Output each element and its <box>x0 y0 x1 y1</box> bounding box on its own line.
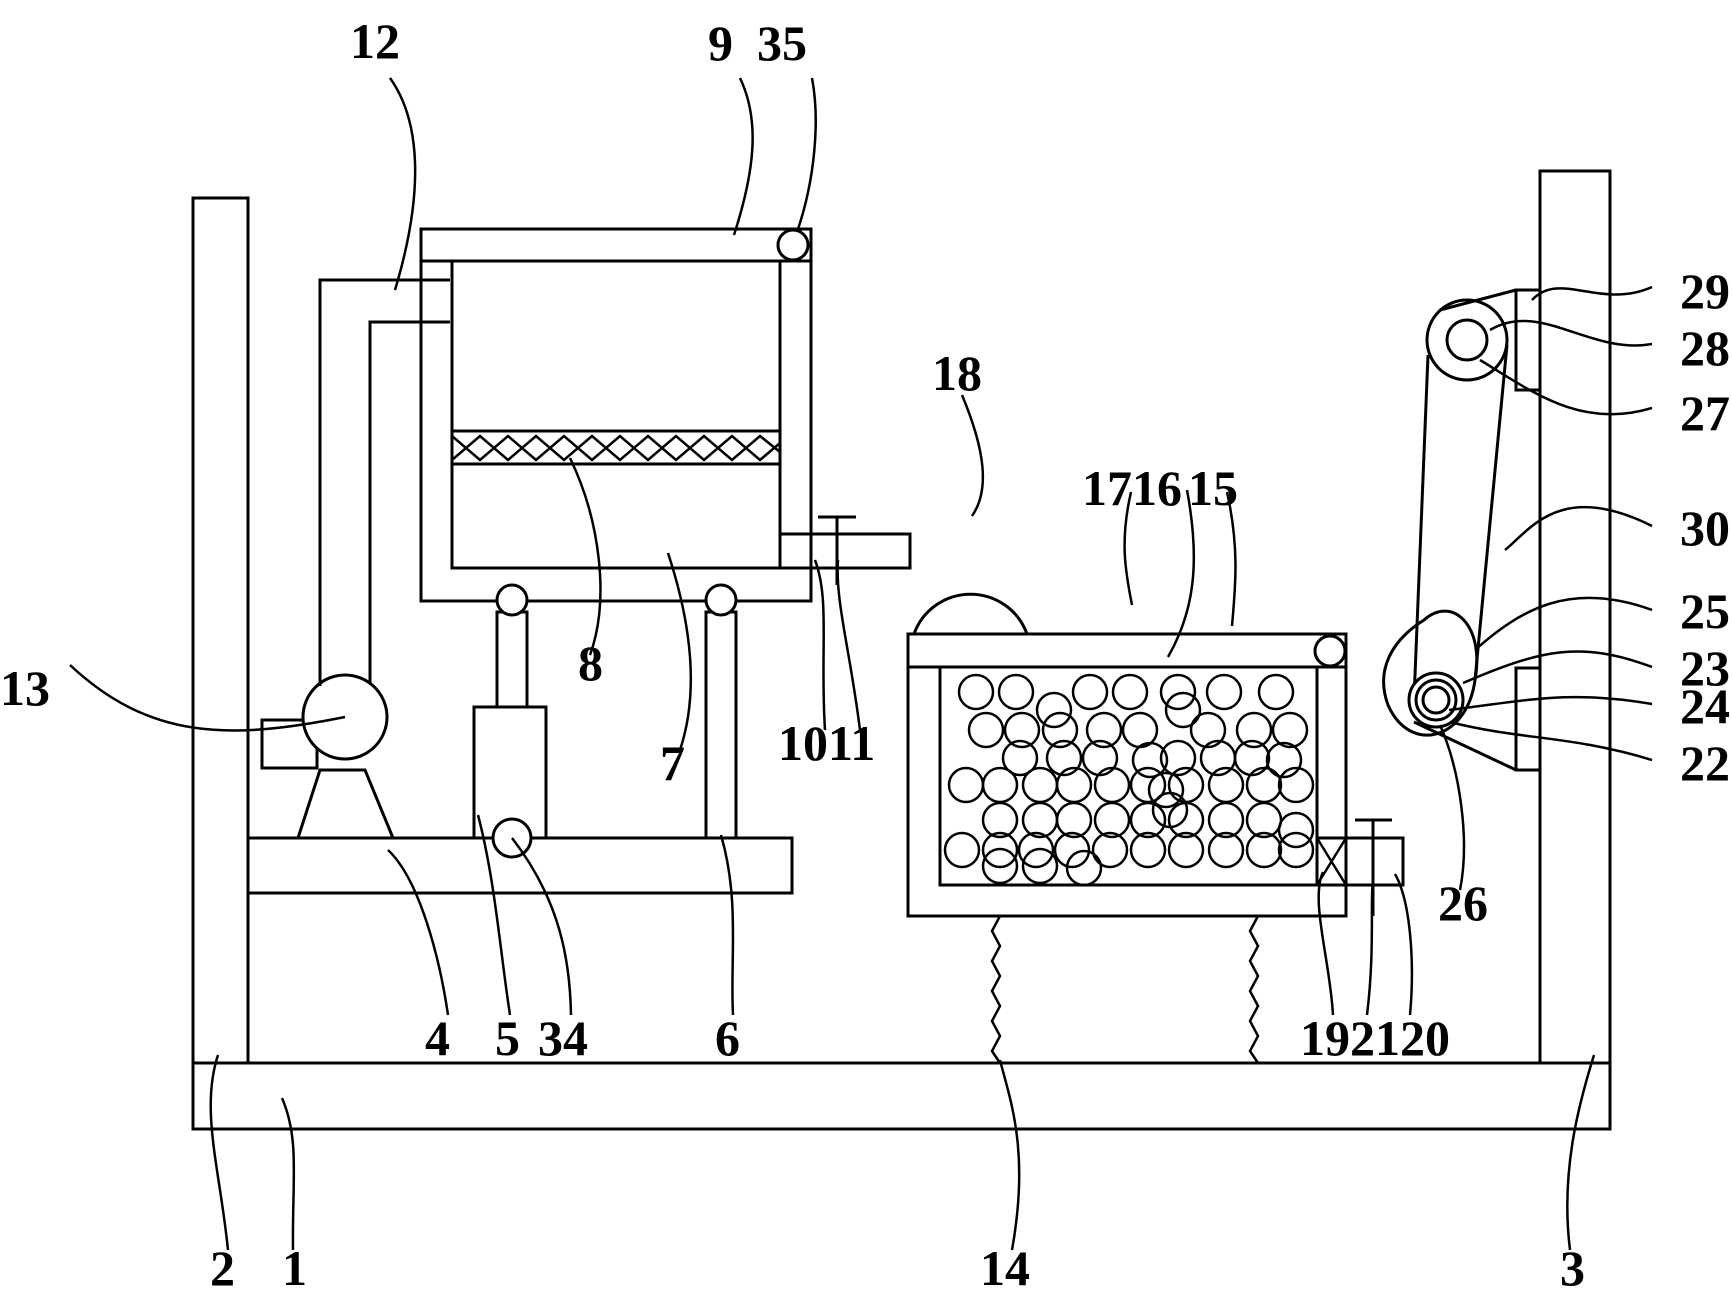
right-frame-post <box>1538 169 1612 1065</box>
cam-mechanism <box>1382 288 1542 772</box>
label-25: 25 <box>1680 583 1730 639</box>
ball <box>981 801 1019 839</box>
ball <box>1055 801 1093 839</box>
ball <box>1164 691 1202 729</box>
ball <box>1277 811 1315 849</box>
ball <box>957 673 995 711</box>
left-frame-post <box>191 196 250 1065</box>
label-29: 29 <box>1680 263 1730 319</box>
supports <box>472 583 738 859</box>
label-34: 34 <box>538 1010 588 1066</box>
ball <box>1041 711 1079 749</box>
ball <box>1189 711 1227 749</box>
ball <box>1021 847 1059 885</box>
ball <box>1001 739 1039 777</box>
ball-drum <box>906 592 1348 918</box>
label-1: 1 <box>282 1240 307 1292</box>
ball <box>1159 739 1197 777</box>
ball <box>1093 766 1131 804</box>
ball <box>1245 766 1283 804</box>
ball <box>1277 766 1315 804</box>
ball <box>1129 831 1167 869</box>
label-1716: 1716 <box>1082 460 1182 516</box>
label-4: 4 <box>425 1010 450 1066</box>
ball <box>1053 831 1091 869</box>
callout-labels: 12 9 35 13 8 7 1011 18 1716 15 4 5 34 6 … <box>0 13 1730 1296</box>
ball <box>1045 739 1083 777</box>
outlet-pipe <box>778 515 912 585</box>
ball <box>997 673 1035 711</box>
ball <box>1235 711 1273 749</box>
ball <box>1035 691 1073 729</box>
label-27: 27 <box>1680 385 1730 441</box>
ball <box>1111 673 1149 711</box>
label-30: 30 <box>1680 500 1730 556</box>
ball <box>947 766 985 804</box>
ball <box>1151 791 1189 829</box>
label-1011: 1011 <box>778 715 875 771</box>
leader-lines <box>69 77 1653 1251</box>
ball <box>1065 849 1103 887</box>
label-13: 13 <box>0 660 50 716</box>
ball <box>1245 831 1283 869</box>
base-plate <box>191 1061 1612 1131</box>
ball <box>943 831 981 869</box>
label-26: 26 <box>1438 875 1488 931</box>
ball <box>1271 711 1309 749</box>
ball <box>967 711 1005 749</box>
label-22: 22 <box>1680 735 1730 791</box>
ball <box>981 766 1019 804</box>
pipe <box>318 278 450 686</box>
ball <box>981 831 1019 869</box>
ball <box>1147 771 1185 809</box>
label-6: 6 <box>715 1010 740 1066</box>
ball <box>1129 801 1167 839</box>
ball <box>981 847 1019 885</box>
label-8: 8 <box>578 635 603 691</box>
label-192120: 192120 <box>1300 1010 1450 1066</box>
label-23: 23 <box>1680 640 1730 696</box>
tank <box>419 227 813 603</box>
label-12: 12 <box>350 13 400 69</box>
label-18: 18 <box>932 345 982 401</box>
drain-valve <box>1315 818 1405 916</box>
label-3: 3 <box>1560 1240 1585 1292</box>
ball <box>1205 673 1243 711</box>
label-2: 2 <box>210 1240 235 1292</box>
pump <box>260 673 395 839</box>
ball <box>1021 801 1059 839</box>
ball <box>1277 831 1315 869</box>
label-15: 15 <box>1188 460 1238 516</box>
ball <box>1257 673 1295 711</box>
label-14: 14 <box>980 1240 1030 1292</box>
ball <box>1207 831 1245 869</box>
ball <box>1081 739 1119 777</box>
label-5: 5 <box>495 1010 520 1066</box>
ball <box>1265 741 1303 779</box>
ball <box>1093 801 1131 839</box>
ball <box>1017 831 1055 869</box>
springs <box>990 915 1260 1064</box>
ball <box>1071 673 1109 711</box>
ball <box>1207 801 1245 839</box>
ball <box>1091 831 1129 869</box>
label-28: 28 <box>1680 320 1730 376</box>
ball <box>1233 739 1271 777</box>
ball <box>1159 673 1197 711</box>
label-9: 9 <box>708 15 733 71</box>
ball <box>1167 831 1205 869</box>
ball <box>1085 711 1123 749</box>
label-7: 7 <box>660 735 685 791</box>
ball <box>1003 711 1041 749</box>
ball <box>1021 766 1059 804</box>
label-24: 24 <box>1680 678 1730 734</box>
label-35: 35 <box>757 15 807 71</box>
ball <box>1131 741 1169 779</box>
